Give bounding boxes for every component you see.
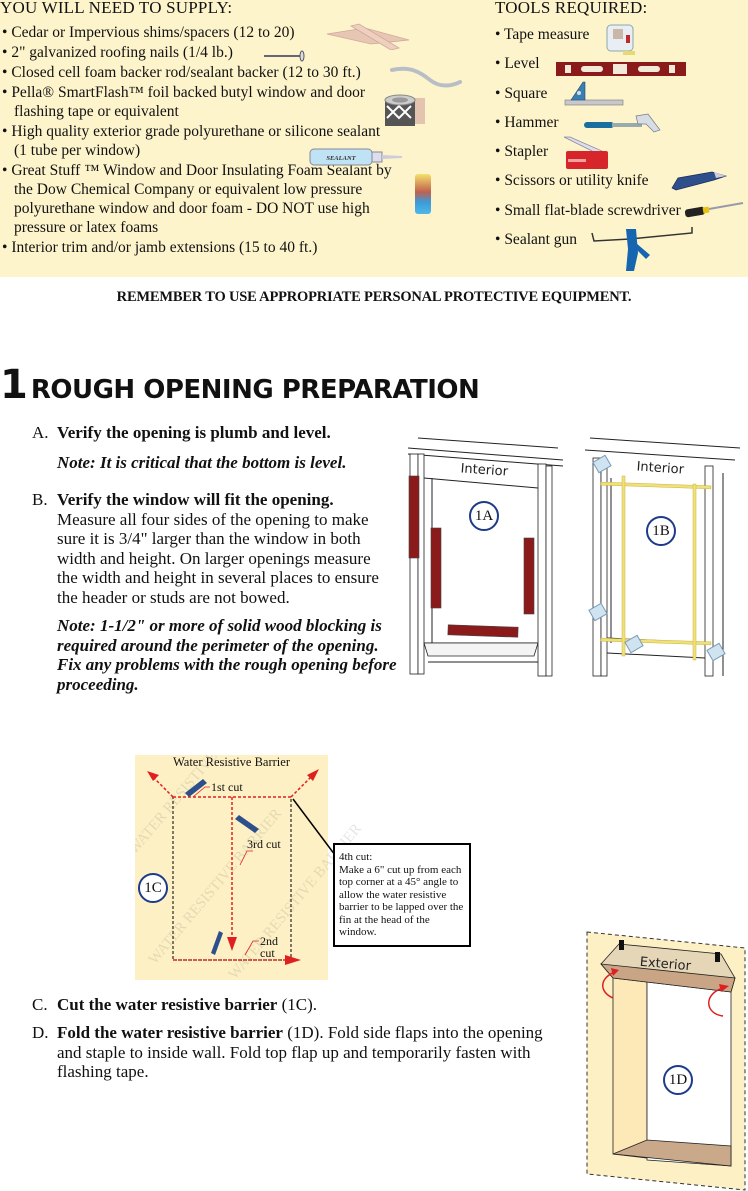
- step-b-note: Note: 1-1/2" or more of solid wood block…: [57, 616, 397, 694]
- step-letter: B.: [32, 490, 48, 509]
- screwdriver-icon: [684, 202, 744, 218]
- ppe-reminder: REMEMBER TO USE APPROPRIATE PERSONAL PRO…: [116, 289, 632, 305]
- step-letter: D.: [32, 1023, 49, 1042]
- callout-text: Make a 6" cut up from each top corner at…: [339, 863, 464, 939]
- tape-measure-icon: [606, 24, 635, 55]
- step-d: D. Fold the water resistive barrier (1D)…: [32, 1023, 557, 1082]
- level-icon: [556, 62, 686, 76]
- step-a: A. Verify the opening is plumb and level…: [32, 423, 402, 472]
- figure-1b: Interior: [585, 437, 741, 677]
- nail-icon: [264, 50, 305, 62]
- tool-item: Stapler: [495, 142, 745, 171]
- section-number: 1: [0, 362, 28, 408]
- sealant-tube-icon: SEALANT: [309, 148, 402, 166]
- step-c-title: Cut the water resistive barrier: [57, 995, 278, 1014]
- supply-item: Closed cell foam backer rod/sealant back…: [0, 63, 395, 82]
- supply-item: Pella® SmartFlash™ foil backed butyl win…: [0, 83, 395, 121]
- tool-item: Tape measure: [495, 25, 745, 54]
- figure-1a: Interior: [407, 437, 564, 677]
- stapler-icon: [563, 136, 608, 169]
- figure-label-1b: 1B: [646, 516, 676, 546]
- step-a-title: Verify the opening is plumb and level.: [57, 423, 331, 442]
- fourth-cut-callout: 4th cut: Make a 6" cut up from each top …: [333, 843, 471, 947]
- svg-text:Interior: Interior: [460, 461, 509, 479]
- tool-item: Level: [495, 54, 745, 83]
- tool-item: Hammer: [495, 113, 745, 142]
- svg-text:3rd cut: 3rd cut: [247, 837, 281, 851]
- utility-knife-icon: [671, 171, 728, 191]
- step-b: B. Verify the window will fit the openin…: [32, 490, 400, 694]
- svg-text:Interior: Interior: [636, 459, 685, 477]
- step-c: C. Cut the water resistive barrier (1C).: [32, 995, 572, 1015]
- supply-item: Interior trim and/or jamb extensions (15…: [0, 238, 395, 257]
- callout-title: 4th cut:: [339, 851, 373, 863]
- step-b-title: Verify the window will fit the opening.: [57, 490, 334, 509]
- hammer-icon: [584, 113, 661, 133]
- tool-item: Sealant gun: [495, 230, 745, 259]
- tools-list: Tape measure Level Square Hammer Stapler…: [495, 25, 745, 259]
- flashing-tape-icon: [384, 94, 425, 126]
- step-letter: C.: [32, 995, 48, 1014]
- supply-item: 2" galvanized roofing nails (1/4 lb.): [0, 43, 395, 62]
- supply-heading: YOU WILL NEED TO SUPPLY:: [0, 0, 233, 17]
- tool-item: Square: [495, 84, 745, 113]
- figure-label-1c: 1C: [138, 873, 168, 903]
- step-d-text: (1D). Fold side flaps into the opening a…: [57, 1023, 543, 1081]
- supply-list: Cedar or Impervious shims/spacers (12 to…: [0, 23, 395, 258]
- supply-item: Cedar or Impervious shims/spacers (12 to…: [0, 23, 395, 42]
- step-b-text: Measure all four sides of the opening to…: [57, 509, 379, 607]
- foam-can-icon: [415, 174, 431, 214]
- backer-rod-icon: [390, 66, 462, 88]
- tools-heading: TOOLS REQUIRED:: [495, 0, 648, 17]
- step-c-ref: (1C).: [277, 995, 317, 1014]
- supply-item: High quality exterior grade polyurethane…: [0, 122, 395, 160]
- shims-icon: [326, 23, 410, 50]
- step-letter: A.: [32, 423, 49, 442]
- step-a-note: Note: It is critical that the bottom is …: [57, 452, 347, 472]
- tool-item: Scissors or utility knife: [495, 171, 745, 200]
- svg-text:cut: cut: [260, 946, 275, 960]
- svg-text:1st cut: 1st cut: [211, 780, 243, 794]
- step-d-title: Fold the water resistive barrier: [57, 1023, 283, 1042]
- supply-item: Great Stuff ™ Window and Door Insulating…: [0, 161, 395, 237]
- figure-1c-title: Water Resistive Barrier: [172, 755, 290, 769]
- figure-1d: Exterior: [586, 931, 746, 1191]
- svg-text:2nd: 2nd: [260, 934, 278, 948]
- square-icon: [564, 81, 624, 106]
- sealant-gun-icon: [591, 227, 693, 271]
- svg-text:Exterior: Exterior: [639, 955, 692, 974]
- tool-item: Small flat-blade screwdriver: [495, 201, 745, 230]
- figure-label-1a: 1A: [469, 501, 499, 531]
- section-heading: ROUGH OPENING PREPARATION: [30, 375, 480, 405]
- svg-text:SEALANT: SEALANT: [326, 155, 356, 162]
- figure-label-1d: 1D: [663, 1065, 693, 1095]
